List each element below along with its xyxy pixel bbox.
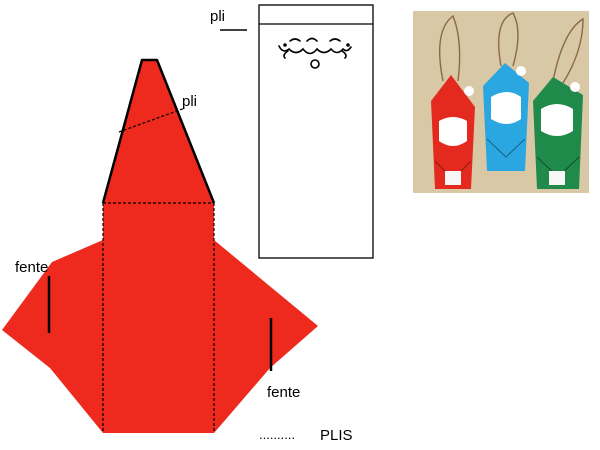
eyebrow-right — [329, 38, 341, 42]
santa-mouth-icon — [310, 59, 320, 69]
legend-label: PLIS — [320, 427, 353, 444]
green-santa-ornament — [533, 77, 583, 189]
dot-right — [346, 43, 350, 47]
beard-left — [283, 50, 289, 59]
santa-face-drawing — [278, 37, 352, 69]
eyebrow-mid — [306, 37, 318, 42]
pattern-shape — [2, 60, 318, 433]
left-slit-label: fente — [15, 259, 48, 276]
right-slit-label: fente — [267, 384, 300, 401]
finished-ornaments-photo — [413, 11, 589, 193]
hat-fold-label: pli — [182, 93, 197, 110]
face-card: pli — [210, 4, 374, 259]
mustache — [278, 45, 352, 55]
card-fold-label: pli — [210, 8, 225, 25]
twine-loops — [438, 12, 584, 84]
eyebrow-left — [289, 38, 301, 42]
hat-outline — [101, 58, 216, 204]
dot-left — [283, 43, 287, 47]
blue-santa-ornament — [483, 63, 529, 171]
hat-fold-line — [118, 107, 186, 133]
red-santa-ornament — [431, 75, 475, 189]
beard-right — [341, 50, 347, 59]
legend-dots: .......... — [259, 427, 295, 442]
card-outline — [258, 4, 374, 259]
santa-body-pattern — [2, 58, 318, 433]
